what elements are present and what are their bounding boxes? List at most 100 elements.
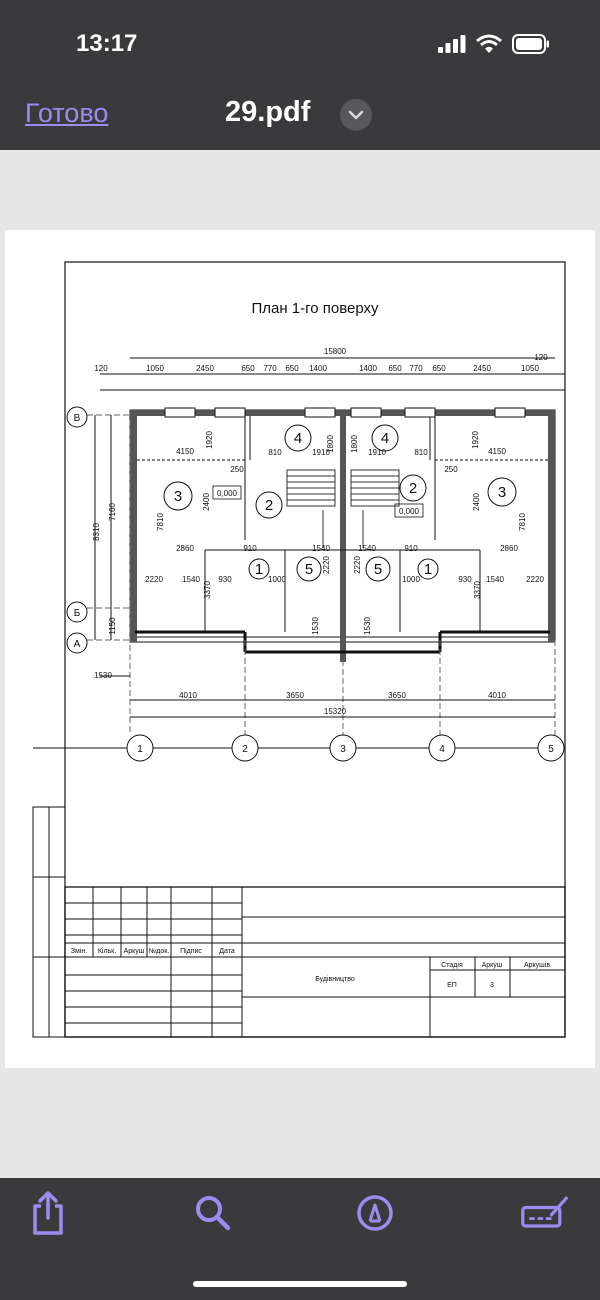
dim: 1540	[182, 575, 200, 584]
file-menu-button[interactable]	[340, 99, 372, 131]
dim: 2450	[196, 364, 214, 373]
sign-button[interactable]	[520, 1188, 570, 1238]
dim: 1920	[471, 431, 480, 449]
search-button[interactable]	[188, 1188, 238, 1238]
dim: 4150	[176, 447, 194, 456]
drawing-title: План 1-го поверху	[251, 300, 379, 317]
dim: 1540	[358, 544, 376, 553]
dim: 2860	[176, 544, 194, 553]
status-icons	[438, 34, 550, 54]
overall-dim-bottom: 15320	[324, 707, 347, 716]
dim: 770	[263, 364, 277, 373]
axis-label-b: Б	[74, 608, 81, 619]
dim: 1000	[268, 575, 286, 584]
dim: 650	[241, 364, 255, 373]
dim: 650	[285, 364, 299, 373]
dim: 1540	[486, 575, 504, 584]
battery-icon	[512, 34, 549, 54]
dim: 120	[534, 353, 548, 362]
stamp-sheet-header: Аркуш	[482, 962, 503, 969]
dim: 2400	[472, 493, 481, 511]
axis-label-5: 5	[548, 744, 554, 755]
axis-label-3: 3	[340, 744, 346, 755]
dim: 250	[230, 465, 244, 474]
dim: 650	[388, 364, 402, 373]
dim: 120	[94, 364, 108, 373]
dim: 2400	[202, 493, 211, 511]
stamp-sheet-value: 3	[490, 982, 494, 989]
dim: 3370	[203, 581, 212, 599]
dim: 1530	[363, 617, 372, 635]
dim: 930	[458, 575, 472, 584]
dim: 1530	[311, 617, 320, 635]
dim: 650	[432, 364, 446, 373]
dim: 1910	[368, 448, 386, 457]
room-number: 2	[409, 480, 417, 497]
stamp-stage-header: Стадія	[441, 961, 463, 969]
dim: 4150	[488, 447, 506, 456]
dim: 1800	[350, 435, 359, 453]
dim: 2860	[500, 544, 518, 553]
axis-label-2: 2	[242, 744, 248, 755]
level-mark: 0,000	[217, 489, 238, 498]
stamp-header: Аркуш	[124, 948, 145, 955]
stamp-header: Змін.	[71, 947, 87, 955]
share-button[interactable]	[23, 1188, 73, 1238]
dim: 8310	[92, 523, 101, 541]
dim: 7160	[108, 503, 117, 521]
dim: 1540	[312, 544, 330, 553]
room-number: 3	[498, 484, 506, 501]
chevron-down-icon	[348, 110, 364, 120]
stamp-stage-value: ЕП	[447, 982, 457, 989]
axis-label-1: 1	[137, 744, 143, 755]
stamp-header: Підпис	[180, 947, 202, 955]
markup-icon	[357, 1195, 393, 1231]
dim: 1800	[326, 435, 335, 453]
dim: 3370	[473, 581, 482, 599]
stamp-sheets-header: Аркушів	[524, 961, 550, 969]
bottom-toolbar	[0, 1178, 600, 1300]
dim: 810	[414, 448, 428, 457]
dim: 2220	[145, 575, 163, 584]
document-viewer[interactable]: 1 2 3 4 5 В Б А 3 2 4 1 5 5 1 4 2 3	[0, 150, 600, 1178]
dim: 1050	[521, 364, 539, 373]
stamp-header: Дата	[219, 948, 235, 955]
markup-button[interactable]	[350, 1188, 400, 1238]
stamp-header: Кільк.	[98, 947, 116, 955]
dim: 910	[243, 544, 257, 553]
level-mark: 0,000	[399, 507, 420, 516]
floor-plan-drawing: 1 2 3 4 5 В Б А 3 2 4 1 5 5 1 4 2 3	[32, 261, 566, 1038]
dim: 2450	[473, 364, 491, 373]
room-number: 2	[265, 497, 273, 514]
dim: 2220	[526, 575, 544, 584]
bay-dim: 3650	[388, 691, 406, 700]
room-number: 1	[255, 561, 263, 578]
file-title: 29.pdf	[225, 96, 311, 128]
dim: 770	[409, 364, 423, 373]
sign-icon	[521, 1196, 568, 1228]
wifi-icon	[476, 34, 502, 53]
bay-dim: 3650	[286, 691, 304, 700]
dim: 1400	[359, 364, 377, 373]
axis-label-a: А	[74, 639, 81, 650]
room-number: 4	[381, 430, 389, 447]
axis-label-v: В	[74, 413, 81, 424]
home-indicator[interactable]	[193, 1281, 407, 1287]
nav-bar: Готово 29.pdf	[0, 90, 600, 150]
dim: 2220	[322, 556, 331, 574]
dim: 1920	[205, 431, 214, 449]
dim: 910	[404, 544, 418, 553]
stamp-header: №док.	[149, 948, 170, 955]
dim: 1400	[309, 364, 327, 373]
status-bar: 13:17	[0, 0, 600, 90]
overall-dim-top: 15800	[324, 347, 347, 356]
axis-label-4: 4	[439, 744, 445, 755]
done-button[interactable]: Готово	[25, 98, 109, 128]
dim: 7810	[156, 513, 165, 531]
pdf-page: 1 2 3 4 5 В Б А 3 2 4 1 5 5 1 4 2 3	[5, 230, 595, 1068]
room-number: 5	[374, 561, 382, 578]
room-number: 4	[294, 430, 302, 447]
cellular-signal-icon	[438, 35, 466, 53]
dim: 1910	[312, 448, 330, 457]
dim: 930	[218, 575, 232, 584]
